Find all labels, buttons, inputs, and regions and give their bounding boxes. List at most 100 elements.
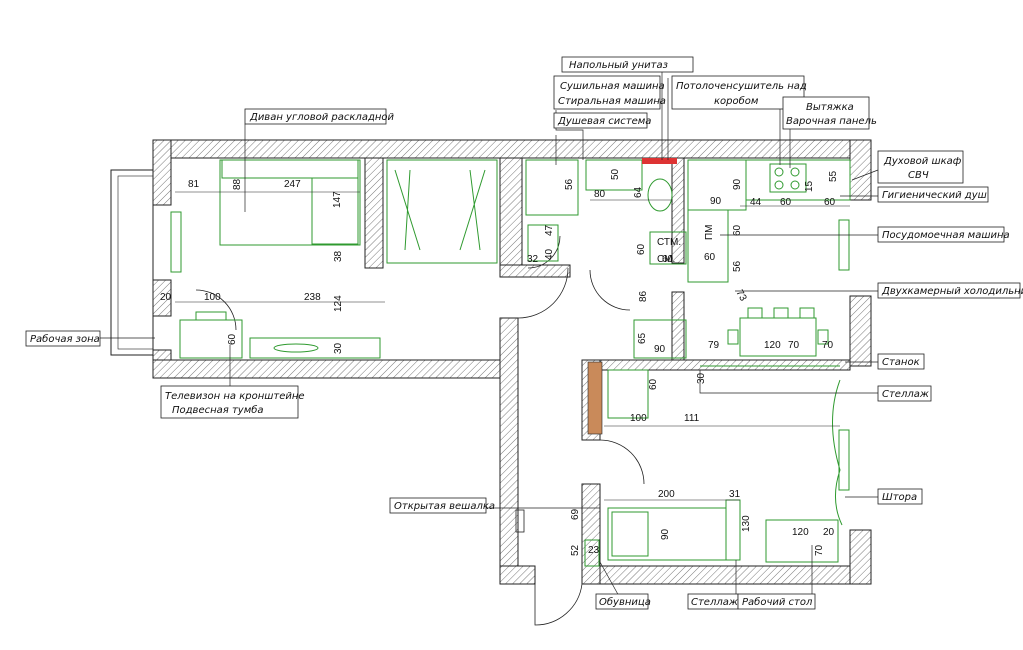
callout-box-sofa: [244, 108, 387, 125]
callout-box-ceiling-dryer: [671, 75, 805, 110]
wall-bath-left: [499, 157, 523, 269]
dim-56-bath: 56: [564, 178, 575, 190]
dim-40: 40: [544, 248, 555, 260]
callout-box-curtain: [877, 488, 923, 505]
wall-kitchen-bottom: [599, 359, 851, 371]
callout-shower: Душевая система: [557, 116, 651, 127]
dim-31: 31: [729, 489, 741, 500]
dim-100-bedroom: 100: [630, 413, 647, 424]
dim-124: 124: [333, 295, 344, 312]
dim-86: 86: [638, 290, 649, 302]
dim-64: 64: [633, 186, 644, 198]
doors: [195, 235, 645, 626]
hob-ring-4: [790, 180, 800, 190]
dim-60-b: 60: [636, 243, 647, 255]
work-chair-living: [195, 311, 227, 321]
wall-right-mid: [849, 295, 872, 367]
door-arc-bedroom: [599, 439, 645, 485]
wall-bottom: [581, 565, 872, 585]
tv-set: [273, 343, 319, 353]
walls: [110, 139, 872, 585]
callout-tv-2: Подвесная тумба: [172, 404, 264, 416]
callout-fridge: Двухкамерный холодильник: [881, 286, 1023, 297]
dim-60-bedroom: 60: [648, 378, 659, 390]
door-entrance: [534, 583, 583, 626]
brick-accent: [587, 361, 603, 435]
bed-pillow: [611, 511, 649, 557]
wall-living-bottom: [152, 359, 519, 379]
dim-90-b: 90: [732, 178, 743, 190]
dim-238: 238: [304, 292, 321, 303]
callout-hood: Вытяжка: [806, 102, 854, 113]
dim-81: 81: [188, 179, 200, 190]
dim-60-f: 60: [780, 197, 792, 208]
dim-23: 23: [588, 545, 600, 556]
dim-38: 38: [333, 250, 344, 262]
shoe-cabinet: [584, 539, 600, 567]
window-kitchen: [838, 219, 850, 271]
hob-outline: [769, 163, 807, 193]
callout-box-toilet: [561, 56, 694, 73]
dim-20-bedroom: 20: [823, 527, 835, 538]
sink: [527, 224, 559, 262]
shelf-bedroom: [725, 499, 741, 561]
dim-30-living: 30: [333, 342, 344, 354]
callout-shelf1: Стеллаж: [882, 389, 929, 400]
dim-44: 44: [750, 197, 762, 208]
callout-ceiling-dryer-1: Потолоченсушитель над: [676, 81, 807, 92]
washer-dryer: [585, 159, 643, 191]
chair-1: [747, 307, 763, 319]
tv-cabinet: [249, 337, 381, 359]
wall-right-upper: [849, 139, 872, 201]
callout-box-shower: [553, 112, 648, 129]
callout-hyg-shower: Гигиенический душ: [882, 190, 987, 201]
callout-hanger: Открытая вешалка: [394, 501, 495, 512]
dim-90-a: 90: [710, 196, 722, 207]
dim-70-c: 70: [814, 544, 825, 556]
work-desk-bedroom: [765, 519, 839, 563]
wall-partition-wardrobe: [364, 157, 384, 269]
wall-top: [152, 139, 872, 159]
door-arc-corridor: [517, 267, 569, 319]
window-bedroom: [838, 429, 850, 491]
callout-box-machine: [877, 353, 925, 370]
callout-box-hanger: [389, 497, 487, 514]
callout-box-shoe: [595, 593, 649, 610]
dim-60-d: 60: [704, 252, 716, 263]
dim-56-kitchen: 56: [732, 260, 743, 272]
callout-work-zone: Рабочая зона: [30, 333, 100, 345]
wardrobe: [386, 159, 498, 264]
balcony-inner: [117, 175, 154, 350]
wall-bottom-left: [499, 565, 536, 585]
dim-32: 32: [527, 254, 539, 265]
callout-shelf2: Стеллаж: [691, 597, 738, 608]
dim-90-bed: 90: [660, 528, 671, 540]
dim-60-c: 60: [662, 254, 674, 265]
shower-tray: [525, 159, 579, 216]
wall-corridor-left: [499, 317, 519, 585]
callout-oven-2: СВЧ: [908, 170, 929, 181]
dim-88: 88: [232, 178, 243, 190]
callout-dishwasher: Посудомоечная машина: [882, 230, 1010, 241]
dim-15: 15: [804, 180, 815, 192]
chair-4: [727, 329, 739, 345]
dim-30-bedroom: 30: [696, 372, 707, 384]
balcony: [110, 169, 154, 356]
callout-washer: Стиральная машина: [558, 96, 666, 107]
callout-leaders: [100, 72, 879, 599]
dim-47: 47: [544, 224, 555, 236]
callout-box-desk: [737, 593, 816, 610]
window-corridor: [515, 509, 525, 533]
furniture: [179, 158, 851, 567]
dim-147: 147: [332, 191, 343, 208]
dim-60-living: 60: [227, 333, 238, 345]
chair-2: [773, 307, 789, 319]
callout-sofa: Диван угловой раскладной: [249, 112, 395, 123]
callout-box-washer: [553, 75, 661, 110]
dim-80: 80: [594, 189, 606, 200]
hob-ring-2: [790, 167, 800, 177]
dishwasher: [687, 209, 729, 283]
callouts: Напольный унитаз Сушильная машина Стирал…: [25, 56, 1023, 610]
kitchen-counter: [745, 159, 851, 201]
